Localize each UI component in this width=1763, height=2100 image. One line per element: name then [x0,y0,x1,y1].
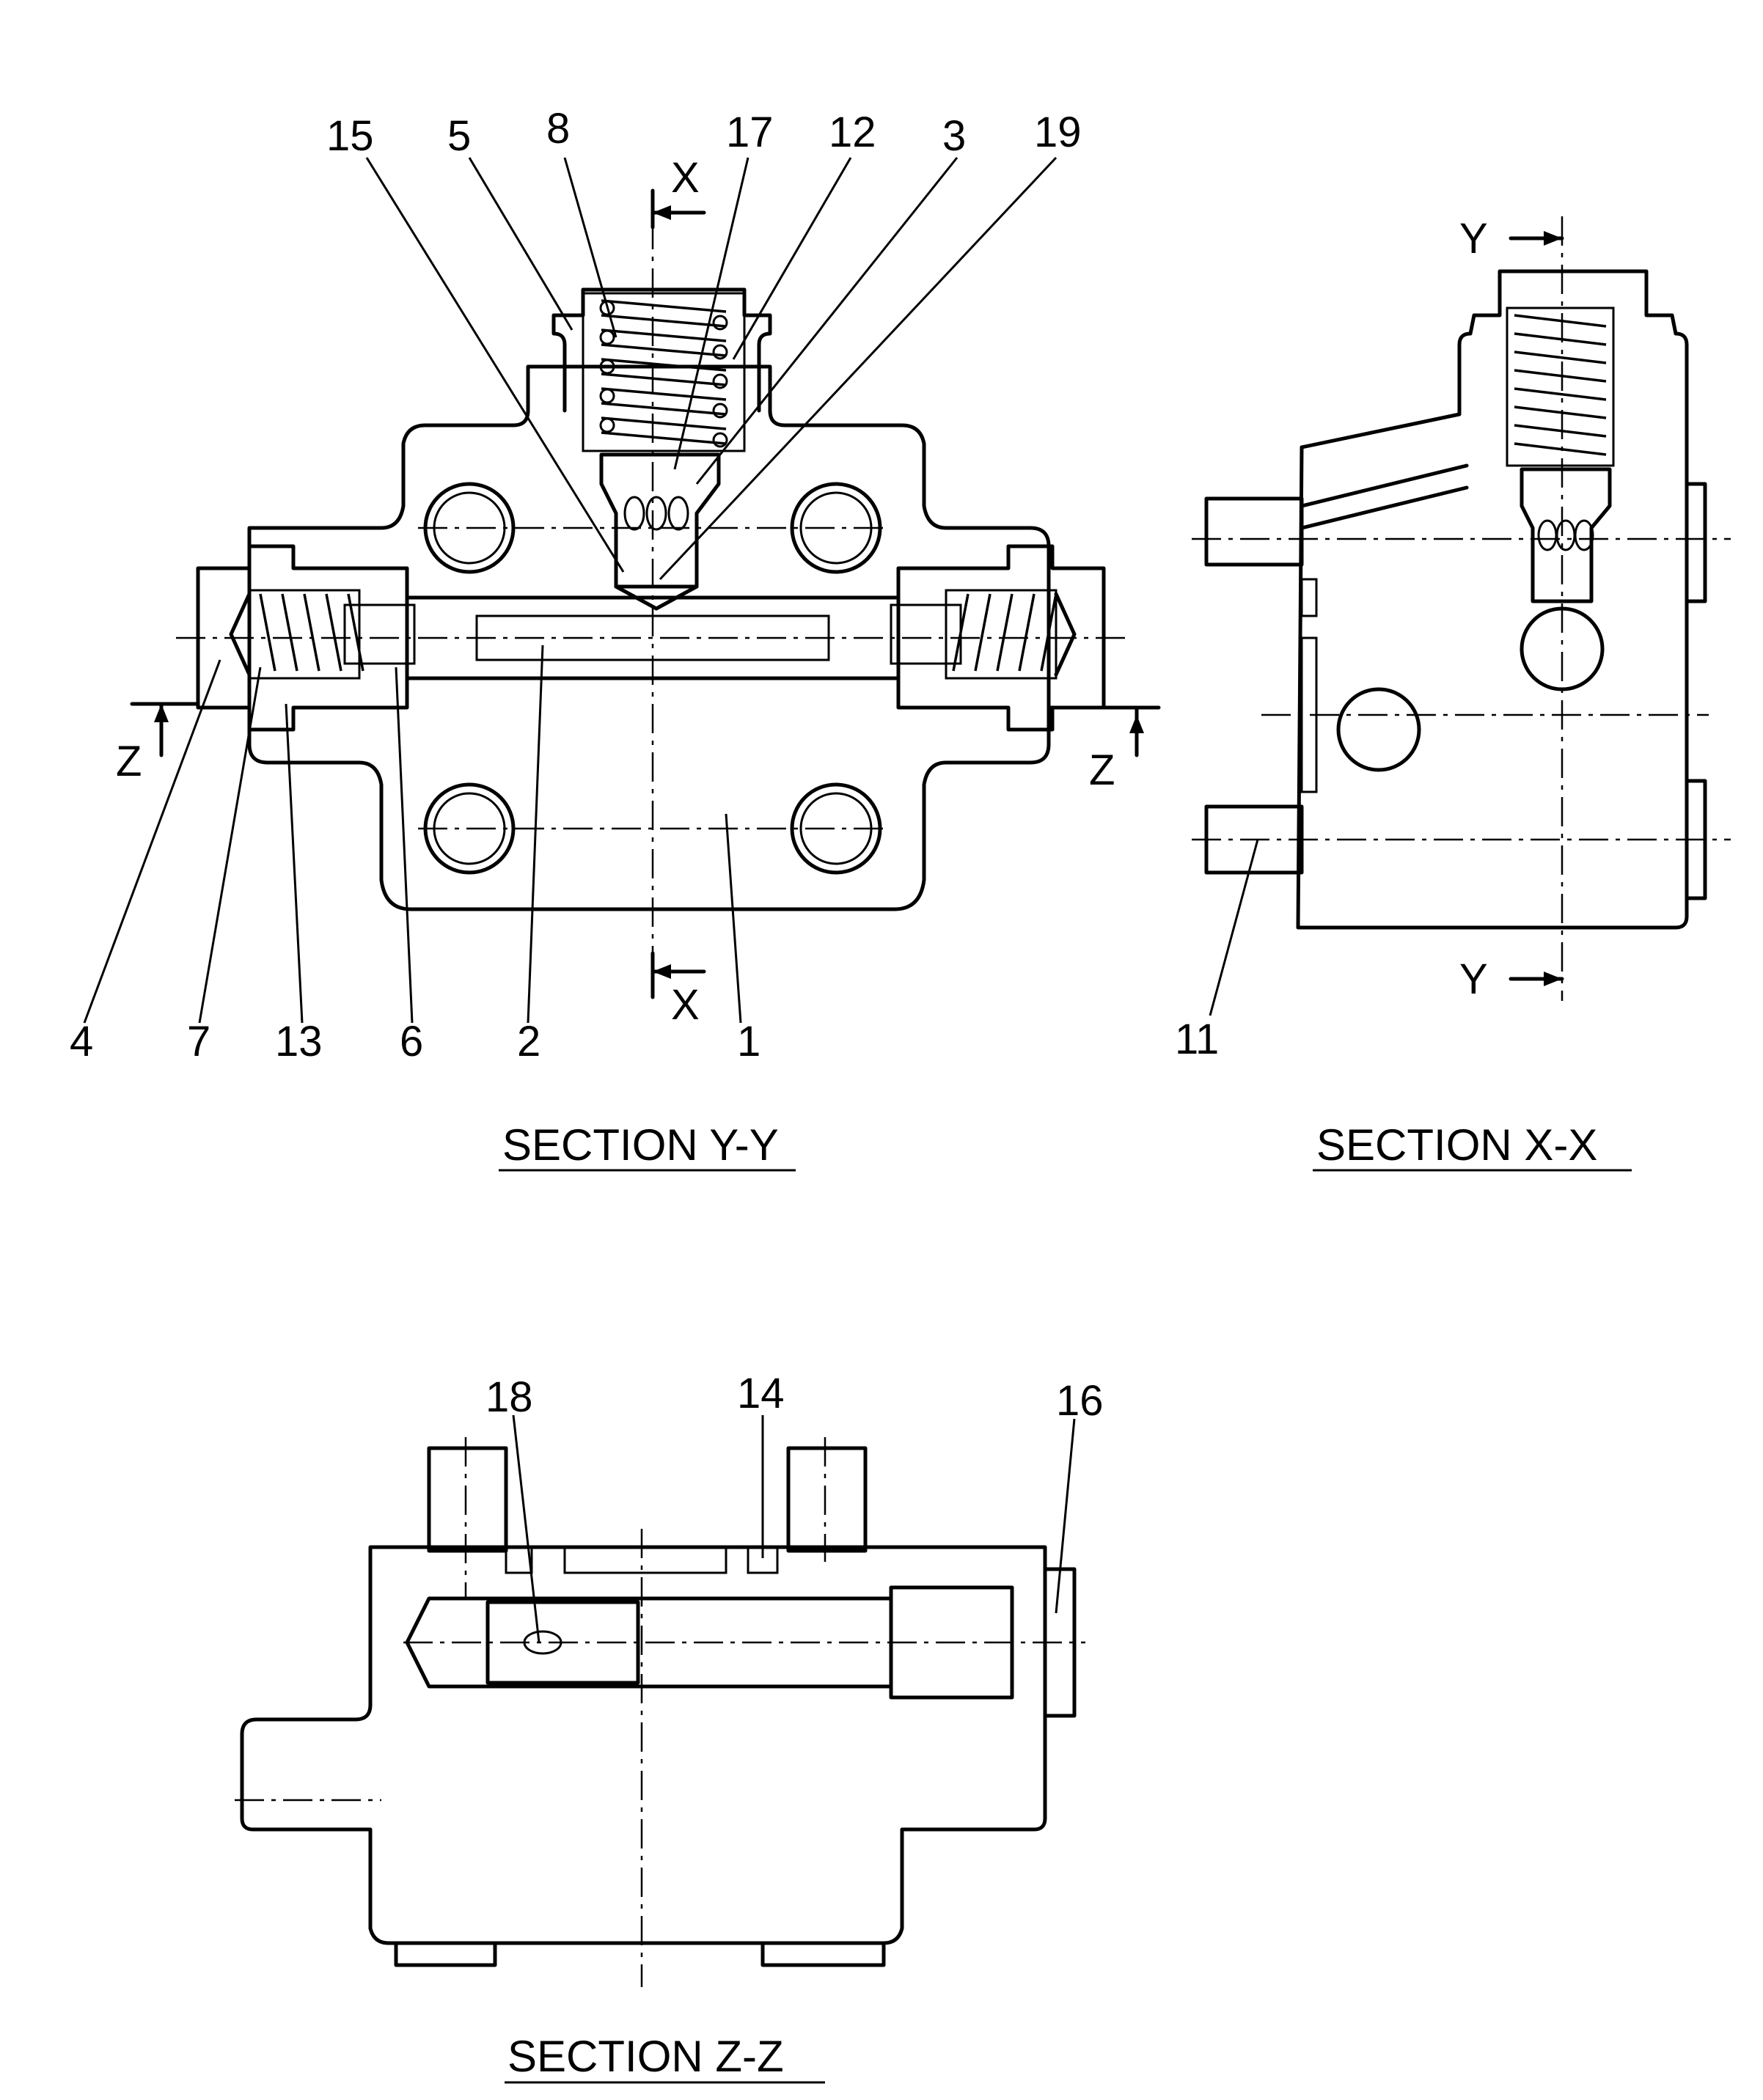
bottom-top-notch-2 [563,1546,727,1574]
right-piston [890,603,962,665]
leader-line-18 [512,1414,540,1643]
bottom-top-notch-1 [505,1546,533,1574]
poppet-tip [614,584,699,611]
section-letter-x-bottom: X [671,981,700,1029]
section-arrow-y-bottom [1544,972,1562,986]
callout-13: 13 [275,1018,323,1065]
top-spring-chamber [582,292,746,452]
callout-6: 6 [400,1018,423,1065]
bottom-foot-left [394,1941,497,1967]
callout-5: 5 [447,112,471,160]
bottom-bore [405,1596,893,1689]
callout-11: 11 [1175,1016,1219,1063]
section-title-z-z: SECTION Z-Z [507,2032,784,2081]
section-letter-z-right: Z [1089,746,1115,794]
side-spring-chamber [1506,306,1615,467]
callout-18: 18 [485,1373,533,1421]
side-stud-top [1204,496,1304,567]
section-x-x-view: Y Y 11 SECTION X-X [1175,215,1731,1172]
bottom-stud-left [427,1446,508,1553]
callout-17: 17 [726,109,774,156]
side-port-circle-left [1336,687,1421,772]
section-title-y-y: SECTION Y-Y [502,1120,779,1170]
callout-4: 4 [70,1018,93,1065]
side-body-outline [1296,269,1689,930]
poppet-balls [623,496,689,531]
side-spring [1514,314,1607,456]
side-inlet-passage [1300,463,1469,530]
side-boss-right-top [1685,482,1707,603]
leader-line-16 [1055,1418,1076,1614]
section-letter-y-top: Y [1459,215,1488,262]
bottom-stud-right [786,1446,868,1553]
section-arrow-x-top [653,205,671,220]
side-face-notch-1 [1300,578,1318,617]
top-spring-coils [599,300,728,448]
right-spring [952,593,1058,672]
section-arrow-z-left [154,704,169,722]
section-letter-y-bottom: Y [1459,955,1488,1003]
section-z-z-view: 18 14 16 SECTION Z-Z [235,1370,1104,2084]
bottom-body-outline [240,1545,1047,1945]
bottom-foot-right [760,1941,886,1967]
top-spring [601,299,727,445]
leader-lines-y [83,156,1058,1024]
section-y-y-view: 15 5 8 17 12 3 19 4 7 13 6 2 1 X X Z Z S… [70,105,1161,1172]
left-cap-cone [229,592,252,677]
callout-2: 2 [517,1018,540,1065]
section-letter-z-left: Z [116,738,142,785]
callout-16: 16 [1056,1377,1104,1425]
left-spring-chamber [248,589,361,680]
callout-14: 14 [737,1370,785,1417]
right-spring-chamber [945,589,1058,680]
section-arrow-y-top [1544,231,1562,246]
section-title-x-x: SECTION X-X [1316,1120,1597,1170]
left-piston [343,603,416,665]
section-letter-x-top: X [671,154,700,202]
callout-8: 8 [546,105,570,153]
callout-1: 1 [737,1018,760,1065]
callout-3: 3 [942,112,966,160]
right-cap-cone [1054,592,1077,677]
valve-body-outline [247,364,1051,911]
section-arrow-x-bottom [653,964,671,979]
leader-line-11 [1209,839,1259,1016]
section-arrow-z-right [1129,715,1144,733]
callout-15: 15 [326,112,374,160]
left-spring [259,593,364,672]
left-cap [196,544,409,732]
side-poppet-balls [1537,519,1594,551]
side-poppet [1520,467,1612,603]
callout-7: 7 [187,1018,210,1065]
callout-12: 12 [829,109,876,156]
top-bonnet [551,287,772,413]
callout-19: 19 [1034,109,1082,156]
